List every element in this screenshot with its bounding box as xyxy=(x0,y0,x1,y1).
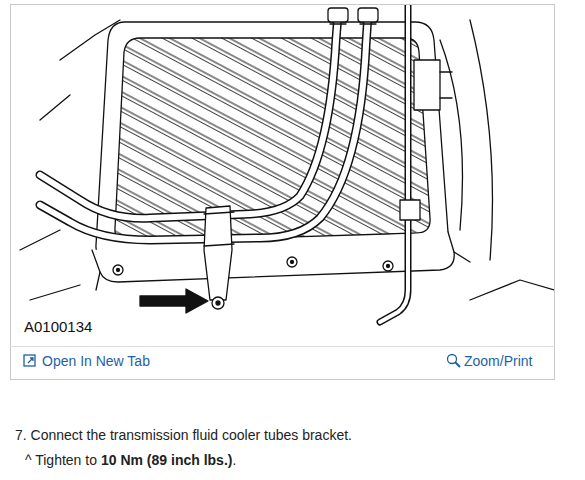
torque-line: ^ Tighten to10 Nm (89 inch lbs.). xyxy=(25,452,236,468)
torque-note: ^ Tighten to xyxy=(25,452,97,468)
zoom-print-link: Zoom/Print xyxy=(464,353,532,369)
punctuation: . xyxy=(232,452,236,468)
procedure-step: 7. Connect the transmission fluid cooler… xyxy=(15,427,352,443)
torque-value: 10 Nm (89 inch lbs.) xyxy=(101,452,232,468)
figure-code: A0100134 xyxy=(22,318,94,335)
open-tab-link: Open In New Tab xyxy=(42,353,150,369)
